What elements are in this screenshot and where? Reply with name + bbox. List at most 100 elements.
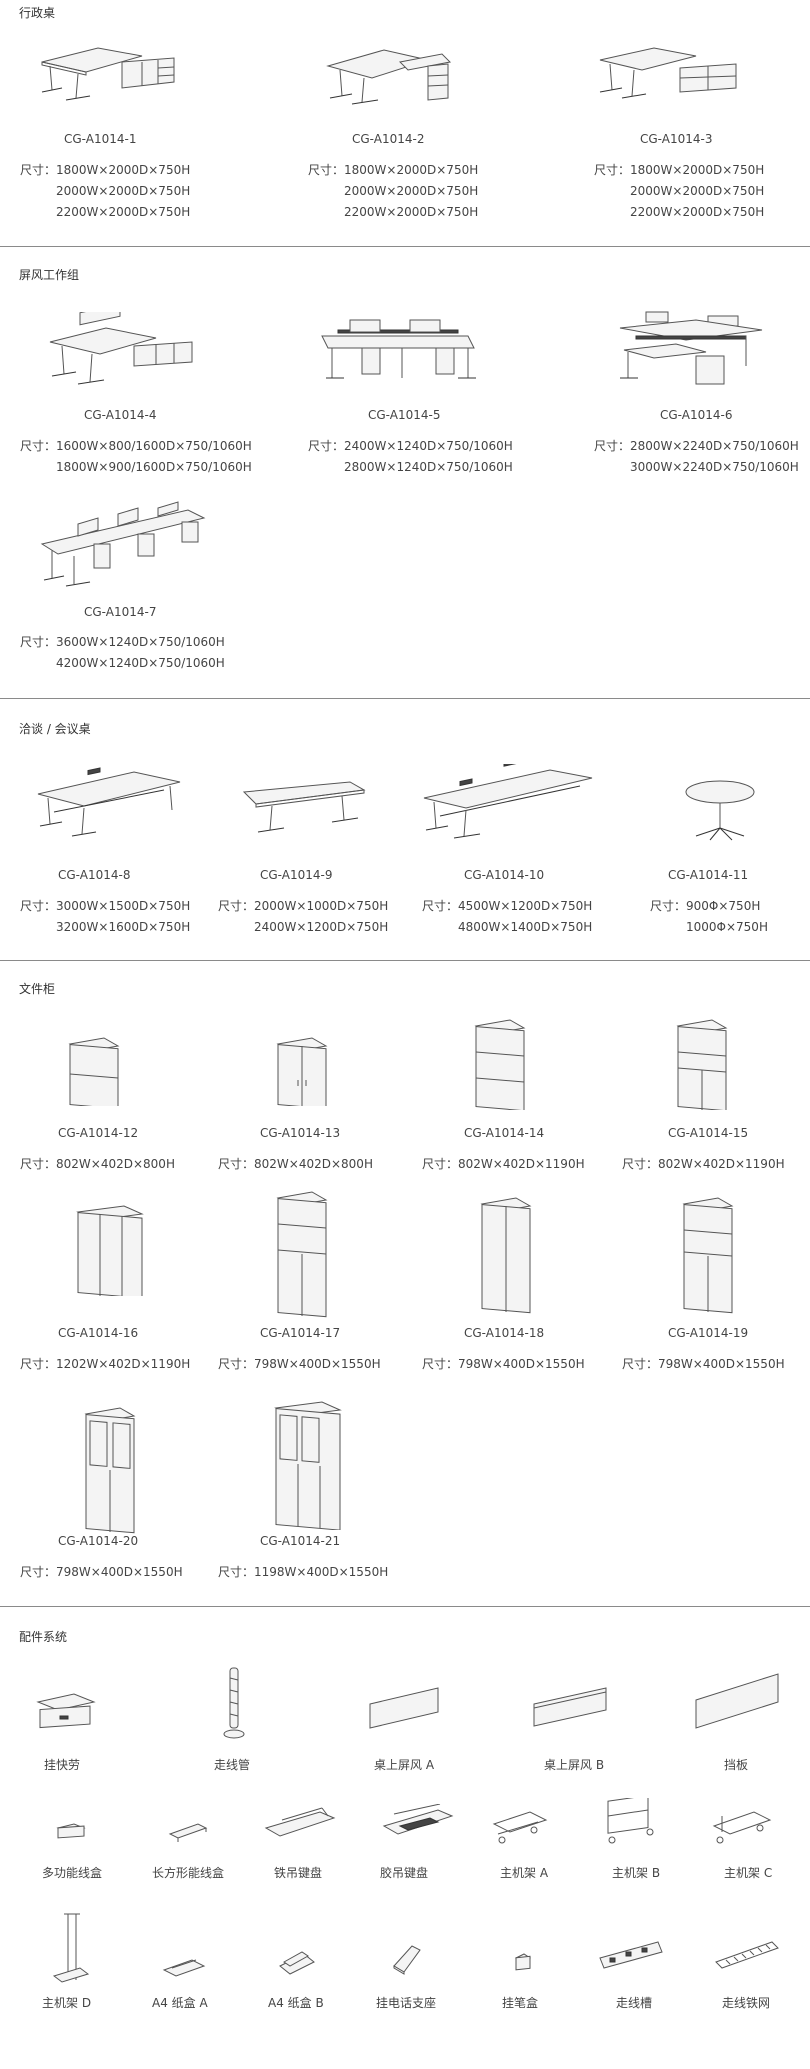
- pen-box-image: [514, 1952, 532, 1974]
- product-spec: 尺寸：798W×400D×1550H: [622, 1357, 785, 1371]
- accessory-label: 走线管: [214, 1758, 251, 1772]
- accessory-label: A4 纸盒 B: [268, 1996, 324, 2010]
- section-title-meeting: 洽谈 / 会议桌: [19, 722, 91, 736]
- baffle-image: [692, 1672, 782, 1734]
- accessory-label: 走线铁网: [722, 1996, 771, 2010]
- workstation-image: [318, 312, 478, 392]
- product-code: CG-A1014-16: [58, 1326, 139, 1340]
- product-code: CG-A1014-19: [668, 1326, 749, 1340]
- section-divider: [0, 960, 810, 961]
- hanging-file-image: [34, 1688, 98, 1736]
- tall-bookcase-image: [272, 1190, 332, 1318]
- workstation-image: [46, 312, 196, 392]
- product-spec: 尺寸：802W×402D×1190H: [622, 1157, 785, 1171]
- accessory-label: 桌上屏风 A: [374, 1758, 435, 1772]
- accessory-label: 主机架 C: [724, 1866, 773, 1880]
- half-door-cabinet-image: [672, 1018, 732, 1110]
- product-code: CG-A1014-1: [64, 132, 137, 146]
- executive-desk-image: [324, 40, 464, 115]
- accessory-label: 多功能线盒: [42, 1866, 103, 1880]
- executive-desk-image: [38, 40, 178, 115]
- workstation-image: [38, 500, 208, 590]
- section-title-cabinet: 文件柜: [19, 982, 56, 996]
- tall-open-shelf-image: [470, 1018, 530, 1110]
- section-title-accessories: 配件系统: [19, 1630, 68, 1644]
- desk-screen-b-image: [530, 1686, 610, 1730]
- workstation-image: [616, 306, 766, 392]
- product-spec: 尺寸：1800W×2000D×750H 2000W×2000D×750H 220…: [594, 163, 765, 219]
- product-code: CG-A1014-10: [464, 868, 545, 882]
- cable-mesh-image: [712, 1938, 782, 1974]
- executive-desk-image: [596, 40, 741, 115]
- product-spec: 尺寸：802W×402D×800H: [20, 1157, 175, 1171]
- accessory-label: 主机架 D: [42, 1996, 92, 2010]
- product-code: CG-A1014-15: [668, 1126, 749, 1140]
- glass-door-cabinet-image: [80, 1406, 140, 1534]
- product-code: CG-A1014-8: [58, 868, 131, 882]
- meeting-table-image: [420, 764, 595, 844]
- accessory-label: 主机架 B: [612, 1866, 661, 1880]
- accessory-label: 桌上屏风 B: [544, 1758, 605, 1772]
- meeting-table-image: [34, 764, 184, 844]
- wide-door-cabinet-image: [72, 1204, 148, 1296]
- product-spec: 尺寸：2000W×1000D×750H 2400W×1200D×750H: [218, 899, 389, 934]
- product-spec: 尺寸：2800W×2240D×750/1060H 3000W×2240D×750…: [594, 439, 799, 474]
- product-code: CG-A1014-13: [260, 1126, 341, 1140]
- product-spec: 尺寸：798W×400D×1550H: [20, 1565, 183, 1579]
- accessory-label: 挡板: [724, 1758, 749, 1772]
- product-spec: 尺寸：3600W×1240D×750/1060H 4200W×1240D×750…: [20, 635, 225, 670]
- door-cabinet-image: [272, 1036, 332, 1106]
- product-spec: 尺寸：900Φ×750H 1000Φ×750H: [650, 899, 768, 934]
- a4-box-a-image: [162, 1956, 206, 1982]
- section-divider: [0, 698, 810, 699]
- product-code: CG-A1014-14: [464, 1126, 545, 1140]
- product-spec: 尺寸：802W×402D×1190H: [422, 1157, 585, 1171]
- product-spec: 尺寸：1198W×400D×1550H: [218, 1565, 389, 1579]
- product-spec: 尺寸：798W×400D×1550H: [422, 1357, 585, 1371]
- a4-box-b-image: [276, 1948, 316, 1978]
- cpu-holder-b-image: [602, 1798, 662, 1848]
- product-code: CG-A1014-4: [84, 408, 157, 422]
- round-table-image: [680, 778, 760, 848]
- product-code: CG-A1014-7: [84, 605, 157, 619]
- tall-half-door-cabinet-image: [678, 1196, 738, 1314]
- product-code: CG-A1014-21: [260, 1534, 341, 1548]
- meeting-table-image: [238, 778, 368, 844]
- product-code: CG-A1014-20: [58, 1534, 139, 1548]
- product-spec: 尺寸：3000W×1500D×750H 3200W×1600D×750H: [20, 899, 191, 934]
- section-divider: [0, 246, 810, 247]
- product-code: CG-A1014-11: [668, 868, 749, 882]
- product-spec: 尺寸：1800W×2000D×750H 2000W×2000D×750H 220…: [308, 163, 479, 219]
- section-title-executive: 行政桌: [19, 6, 56, 20]
- phone-holder-image: [390, 1942, 424, 1976]
- accessory-label: 主机架 A: [500, 1866, 549, 1880]
- accessory-label: 挂电话支座: [376, 1996, 437, 2010]
- accessory-label: 铁吊键盘: [274, 1866, 323, 1880]
- tall-door-cabinet-image: [476, 1196, 536, 1314]
- wide-glass-door-cabinet-image: [270, 1400, 346, 1530]
- accessory-label: 走线槽: [616, 1996, 653, 2010]
- product-spec: 尺寸：4500W×1200D×750H 4800W×1400D×750H: [422, 899, 593, 934]
- cable-trough-image: [596, 1938, 666, 1974]
- product-code: CG-A1014-6: [660, 408, 733, 422]
- product-spec: 尺寸：2400W×1240D×750/1060H 2800W×1240D×750…: [308, 439, 513, 474]
- product-code: CG-A1014-2: [352, 132, 425, 146]
- section-title-screen: 屏风工作组: [19, 268, 80, 282]
- desk-screen-a-image: [366, 1686, 442, 1730]
- accessory-label: 挂笔盒: [502, 1996, 539, 2010]
- product-code: CG-A1014-17: [260, 1326, 341, 1340]
- cpu-holder-d-image: [50, 1910, 90, 1990]
- cpu-holder-c-image: [710, 1808, 774, 1848]
- accessory-label: 胶吊键盘: [380, 1866, 429, 1880]
- accessory-label: 挂快劳: [44, 1758, 81, 1772]
- accessory-label: A4 纸盒 A: [152, 1996, 208, 2010]
- product-spec: 尺寸：1600W×800/1600D×750/1060H 1800W×900/1…: [20, 439, 252, 474]
- product-spec: 尺寸：1800W×2000D×750H 2000W×2000D×750H 220…: [20, 163, 191, 219]
- rect-cable-box-image: [168, 1822, 208, 1844]
- product-code: CG-A1014-9: [260, 868, 333, 882]
- accessory-label: 长方形能线盒: [152, 1866, 225, 1880]
- product-code: CG-A1014-3: [640, 132, 713, 146]
- product-spec: 尺寸：802W×402D×800H: [218, 1157, 373, 1171]
- product-code: CG-A1014-12: [58, 1126, 139, 1140]
- cable-tube-image: [222, 1666, 246, 1742]
